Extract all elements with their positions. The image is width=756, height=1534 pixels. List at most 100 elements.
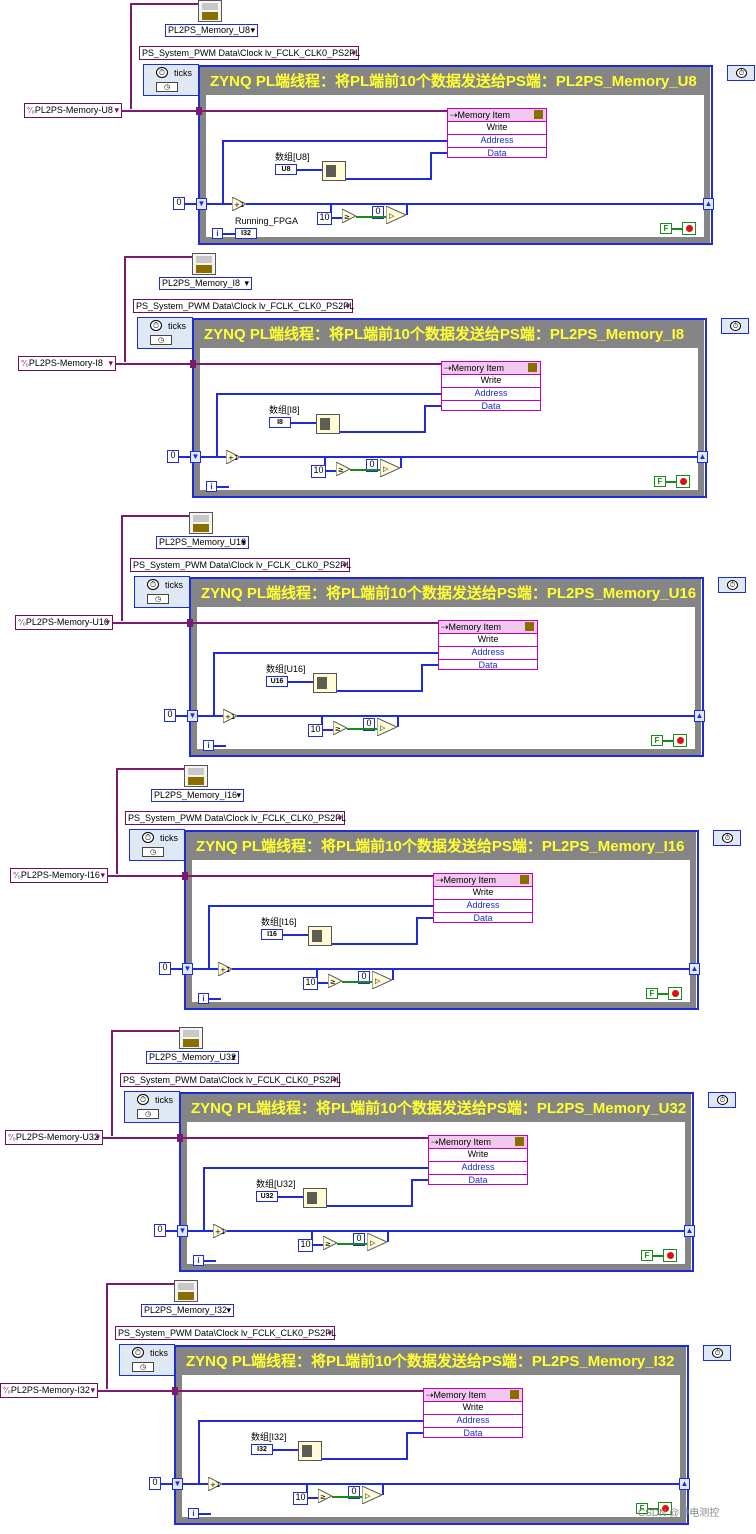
timed-loop-input-node: ⏱ ticks ◷ bbox=[143, 64, 199, 96]
select-node[interactable]: ▷ bbox=[379, 458, 402, 478]
memory-item-node[interactable]: ⇢Memory Item Write Address Data bbox=[447, 108, 547, 158]
data-wire bbox=[421, 664, 438, 666]
ten-const[interactable]: 10 bbox=[311, 465, 326, 478]
increment-node[interactable]: +1 bbox=[225, 449, 242, 465]
config-node-icon[interactable] bbox=[179, 1027, 203, 1049]
zero-const-select[interactable]: 0 bbox=[358, 971, 370, 984]
increment-node[interactable]: +1 bbox=[212, 1223, 229, 1239]
zero-const[interactable]: 0 bbox=[164, 709, 176, 722]
ten-const[interactable]: 10 bbox=[303, 977, 318, 990]
memory-enum-select[interactable]: PL2PS_Memory_I8▾ bbox=[159, 277, 252, 290]
running-indicator: I32 bbox=[235, 228, 257, 239]
select-node[interactable]: ▷ bbox=[385, 205, 408, 225]
zero-const[interactable]: 0 bbox=[159, 962, 171, 975]
zero-const-select[interactable]: 0 bbox=[372, 206, 384, 219]
false-const[interactable]: F bbox=[646, 988, 658, 999]
memory-enum-select[interactable]: PL2PS_Memory_U16▾ bbox=[156, 536, 249, 549]
select-node[interactable]: ▷ bbox=[361, 1485, 384, 1505]
mem-write: Write bbox=[448, 121, 546, 134]
zero-const-select[interactable]: 0 bbox=[366, 459, 378, 472]
svg-text:▷: ▷ bbox=[375, 977, 381, 985]
clock-ref[interactable]: PS_System_PWM Data\Clock lv_FCLK_CLK0_PS… bbox=[130, 558, 351, 572]
chevron-down-icon: ▾ bbox=[95, 1132, 100, 1142]
index-array-node[interactable] bbox=[313, 673, 337, 693]
config-node-icon[interactable] bbox=[198, 0, 222, 22]
ten-const[interactable]: 10 bbox=[293, 1492, 308, 1505]
loop-index-terminal: i bbox=[212, 228, 223, 239]
zero-const-select[interactable]: 0 bbox=[363, 718, 375, 731]
fifo-ref-control[interactable]: °⁄₀PL2PS-Memory-U32▾ bbox=[5, 1130, 103, 1145]
clock-ref[interactable]: PS_System_PWM Data\Clock lv_FCLK_CLK0_PS… bbox=[125, 811, 346, 825]
zero-const-select[interactable]: 0 bbox=[348, 1486, 360, 1499]
memory-item-header: ⇢Memory Item bbox=[429, 1136, 527, 1148]
data-wire bbox=[430, 152, 432, 180]
select-node[interactable]: ▷ bbox=[371, 970, 394, 990]
clock-ref[interactable]: PS_System_PWM Data\Clock lv_FCLK_CLK0_PS… bbox=[120, 1073, 341, 1087]
compare-node[interactable]: ≥ bbox=[322, 1235, 339, 1251]
clock-ref[interactable]: PS_System_PWM Data\Clock lv_FCLK_CLK0_PS… bbox=[133, 299, 354, 313]
svg-text:▷: ▷ bbox=[389, 212, 395, 220]
clock-ref[interactable]: PS_System_PWM Data\Clock lv_FCLK_CLK0_PS… bbox=[115, 1326, 336, 1340]
config-node-icon[interactable] bbox=[184, 765, 208, 787]
memory-item-node[interactable]: ⇢Memory Item Write Address Data bbox=[428, 1135, 528, 1185]
fifo-ref-control[interactable]: °⁄₀PL2PS-Memory-U8▾ bbox=[24, 103, 122, 118]
config-node-icon[interactable] bbox=[174, 1280, 198, 1302]
svg-text:▷: ▷ bbox=[380, 724, 386, 732]
compare-node[interactable]: ≥ bbox=[317, 1488, 334, 1504]
increment-node[interactable]: +1 bbox=[207, 1476, 224, 1492]
mem-address: Address bbox=[434, 899, 532, 912]
memory-enum-select[interactable]: PL2PS_Memory_U32▾ bbox=[146, 1051, 239, 1064]
array-type-const: U8 bbox=[275, 164, 297, 175]
ten-const[interactable]: 10 bbox=[317, 212, 332, 225]
compare-node[interactable]: ≥ bbox=[327, 973, 344, 989]
memory-item-node[interactable]: ⇢Memory Item Write Address Data bbox=[441, 361, 541, 411]
increment-node[interactable]: +1 bbox=[222, 708, 239, 724]
mem-address: Address bbox=[424, 1414, 522, 1427]
mem-data: Data bbox=[442, 400, 540, 413]
memory-item-node[interactable]: ⇢Memory Item Write Address Data bbox=[423, 1388, 523, 1438]
fifo-ref-control[interactable]: °⁄₀PL2PS-Memory-I8▾ bbox=[18, 356, 116, 371]
int-wire bbox=[204, 1260, 216, 1262]
section-title: ZYNQ PL端线程：将PL端前10个数据发送给PS端：PL2PS_Memory… bbox=[204, 326, 685, 343]
false-const[interactable]: F bbox=[660, 223, 672, 234]
false-const[interactable]: F bbox=[641, 1250, 653, 1261]
compare-node[interactable]: ≥ bbox=[332, 720, 349, 736]
false-const[interactable]: F bbox=[654, 476, 666, 487]
index-array-node[interactable] bbox=[298, 1441, 322, 1461]
zero-const[interactable]: 0 bbox=[173, 197, 185, 210]
index-array-node[interactable] bbox=[308, 926, 332, 946]
fifo-ref-control[interactable]: °⁄₀PL2PS-Memory-U16▾ bbox=[15, 615, 113, 630]
tunnel bbox=[196, 107, 202, 115]
increment-node[interactable]: +1 bbox=[217, 961, 234, 977]
memory-enum-select[interactable]: PL2PS_Memory_I32▾ bbox=[141, 1304, 234, 1317]
memory-item-node[interactable]: ⇢Memory Item Write Address Data bbox=[438, 620, 538, 670]
zero-const[interactable]: 0 bbox=[149, 1477, 161, 1490]
compare-node[interactable]: ≥ bbox=[335, 461, 352, 477]
compare-node[interactable]: ≥ bbox=[341, 208, 358, 224]
false-const[interactable]: F bbox=[651, 735, 663, 746]
array-label: 数组[U8] bbox=[275, 152, 310, 162]
memory-item-node[interactable]: ⇢Memory Item Write Address Data bbox=[433, 873, 533, 923]
zero-const[interactable]: 0 bbox=[154, 1224, 166, 1237]
select-node[interactable]: ▷ bbox=[366, 1232, 389, 1252]
ref-wire bbox=[111, 1030, 179, 1032]
ten-const[interactable]: 10 bbox=[308, 724, 323, 737]
zero-const-select[interactable]: 0 bbox=[353, 1233, 365, 1246]
index-array-node[interactable] bbox=[322, 161, 346, 181]
config-node-icon[interactable] bbox=[189, 512, 213, 534]
memory-enum-select[interactable]: PL2PS_Memory_I16▾ bbox=[151, 789, 244, 802]
false-const[interactable]: F bbox=[636, 1503, 648, 1514]
config-node-icon[interactable] bbox=[192, 253, 216, 275]
ref-icon: °⁄₀ bbox=[27, 106, 35, 115]
index-array-node[interactable] bbox=[316, 414, 340, 434]
zero-const[interactable]: 0 bbox=[167, 450, 179, 463]
increment-node[interactable]: +1 bbox=[231, 196, 248, 212]
memory-enum-select[interactable]: PL2PS_Memory_U8▾ bbox=[165, 24, 258, 37]
index-array-node[interactable] bbox=[303, 1188, 327, 1208]
fifo-ref-control[interactable]: °⁄₀PL2PS-Memory-I32▾ bbox=[0, 1383, 98, 1398]
select-node[interactable]: ▷ bbox=[376, 717, 399, 737]
fifo-ref-control[interactable]: °⁄₀PL2PS-Memory-I16▾ bbox=[10, 868, 108, 883]
clock-ref[interactable]: PS_System_PWM Data\Clock lv_FCLK_CLK0_PS… bbox=[139, 46, 360, 60]
ten-const[interactable]: 10 bbox=[298, 1239, 313, 1252]
loop-index-terminal: i bbox=[203, 740, 214, 751]
